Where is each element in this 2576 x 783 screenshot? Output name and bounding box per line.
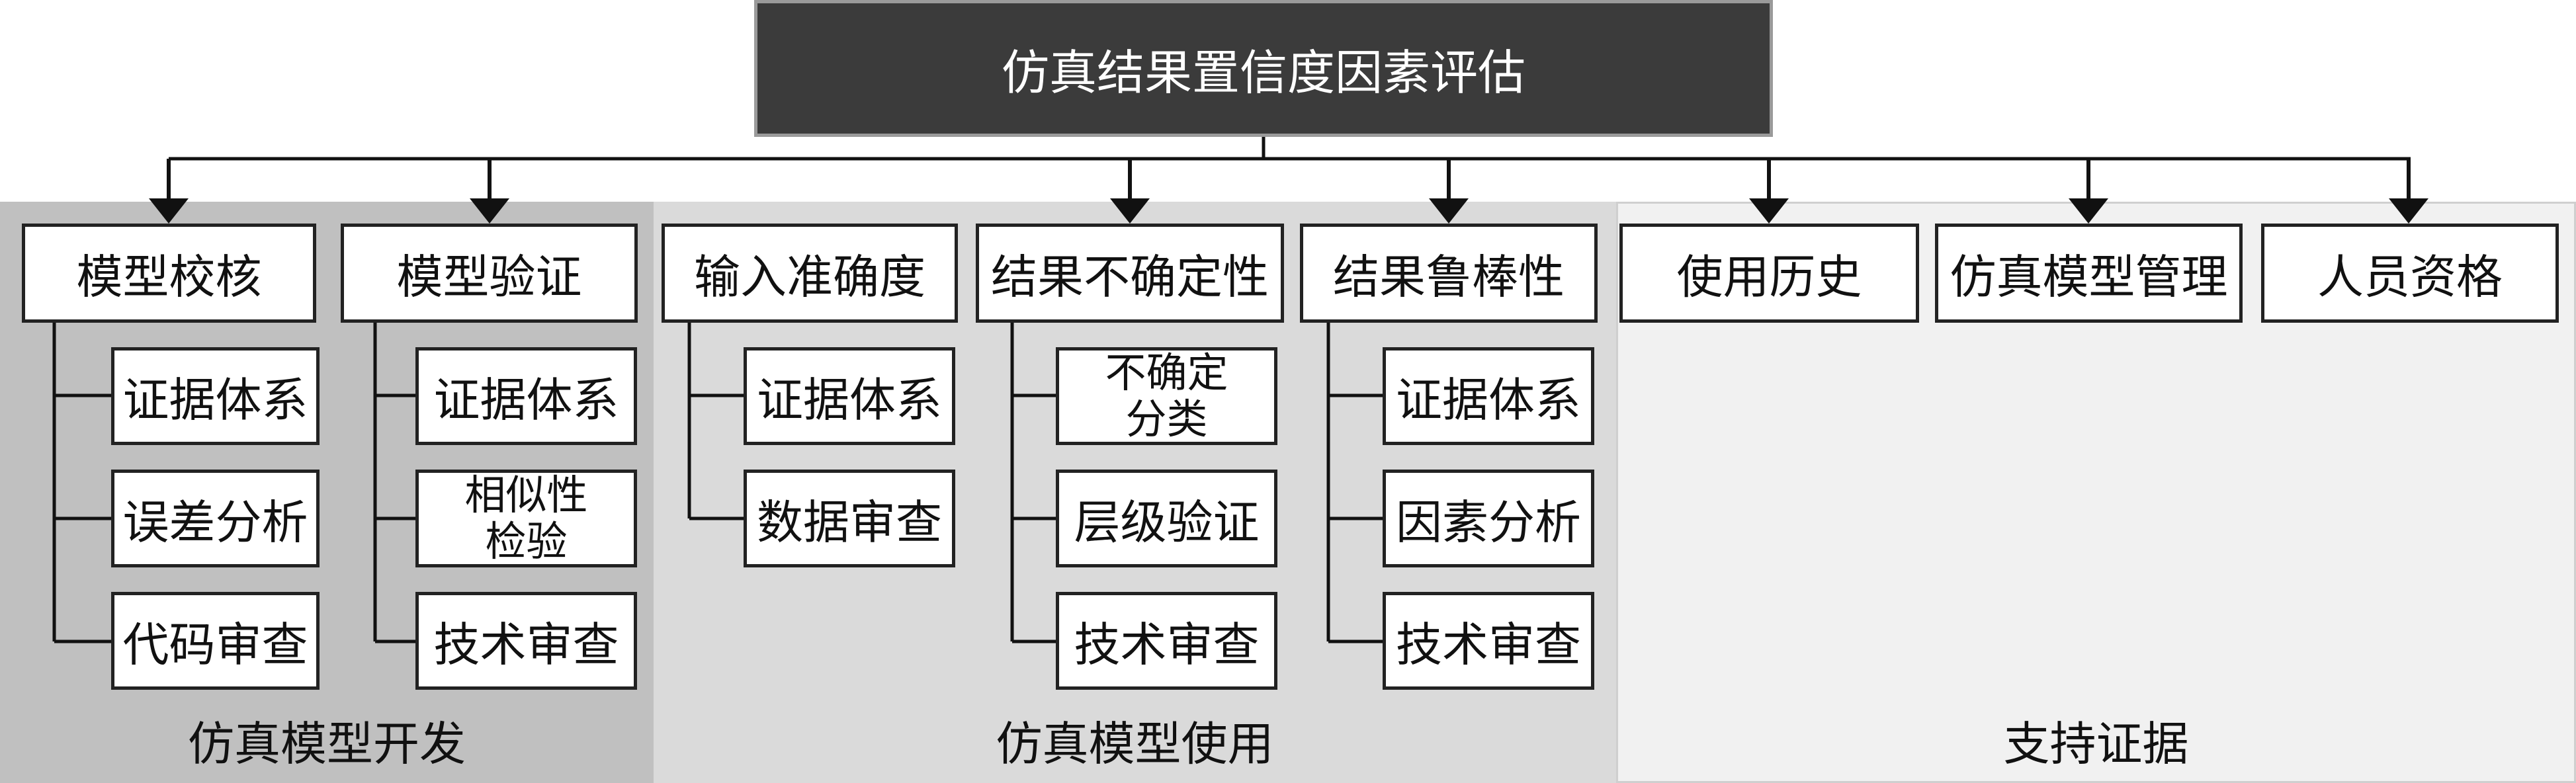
child-label: 代码审查 [122, 617, 308, 672]
child-code-review: 代码审查 [111, 592, 320, 690]
node-label: 结果鲁棒性 [1333, 249, 1565, 304]
node-sim-model-management: 仿真模型管理 [1935, 224, 2243, 323]
child-uncertainty-classification: 不确定 分类 [1056, 347, 1277, 445]
node-label: 结果不确定性 [991, 249, 1269, 304]
child-label: 技术审查 [433, 617, 619, 672]
node-result-uncertainty: 结果不确定性 [976, 224, 1284, 323]
child-data-review: 数据审查 [744, 470, 955, 567]
child-similarity-test: 相似性 检验 [415, 470, 637, 567]
node-result-robustness: 结果鲁棒性 [1300, 224, 1598, 323]
arrow-supporting-evidence [2069, 159, 2108, 224]
child-label: 技术审查 [1396, 617, 1581, 672]
child-evidence-system: 证据体系 [1383, 347, 1594, 445]
arrow-result-uncertainty [1429, 159, 1469, 224]
group-label-development: 仿真模型开发 [188, 717, 466, 771]
child-label: 证据体系 [757, 372, 942, 427]
child-technical-review: 技术审查 [1383, 592, 1594, 690]
child-technical-review: 技术审查 [415, 592, 637, 690]
child-label-line2: 检验 [485, 517, 568, 565]
node-label: 仿真模型管理 [1950, 249, 2228, 304]
root-label: 仿真结果置信度因素评估 [1001, 45, 1525, 101]
child-error-analysis: 误差分析 [111, 470, 320, 567]
child-label: 技术审查 [1074, 617, 1260, 672]
arrow-sim-model-management [2389, 159, 2428, 224]
child-label-line1: 相似性 [464, 471, 588, 519]
arrow-model-validation [470, 159, 509, 224]
node-model-verification: 模型校核 [22, 224, 316, 323]
child-label-line2: 分类 [1125, 395, 1208, 443]
node-usage-history: 使用历史 [1619, 224, 1919, 323]
node-label: 人员资格 [2317, 249, 2503, 304]
node-model-validation: 模型验证 [341, 224, 638, 323]
child-label: 证据体系 [433, 372, 619, 427]
node-label: 模型验证 [396, 249, 582, 304]
child-label: 数据审查 [757, 495, 942, 550]
child-hierarchical-validation: 层级验证 [1056, 470, 1277, 567]
arrow-result-robustness [1749, 159, 1789, 224]
node-personnel-qualification: 人员资格 [2261, 224, 2559, 323]
child-evidence-system: 证据体系 [415, 347, 637, 445]
root-node: 仿真结果置信度因素评估 [754, 0, 1773, 137]
child-factor-analysis: 因素分析 [1383, 470, 1594, 567]
node-label: 输入准确度 [694, 249, 925, 304]
arrow-model-verification [149, 159, 189, 224]
child-label-line1: 不确定 [1105, 349, 1228, 397]
child-technical-review: 技术审查 [1056, 592, 1277, 690]
node-label: 使用历史 [1676, 249, 1862, 304]
node-label: 模型校核 [76, 249, 262, 304]
child-evidence-system: 证据体系 [111, 347, 320, 445]
child-label: 误差分析 [122, 495, 308, 550]
child-label: 证据体系 [1396, 372, 1581, 427]
child-evidence-system: 证据体系 [744, 347, 955, 445]
child-label: 证据体系 [122, 372, 308, 427]
child-label: 层级验证 [1074, 495, 1260, 550]
group-label-support: 支持证据 [2003, 717, 2189, 771]
group-label-usage: 仿真模型使用 [996, 717, 1274, 771]
node-input-accuracy: 输入准确度 [662, 224, 958, 323]
child-label: 因素分析 [1396, 495, 1581, 550]
arrow-input-accuracy [1110, 159, 1150, 224]
